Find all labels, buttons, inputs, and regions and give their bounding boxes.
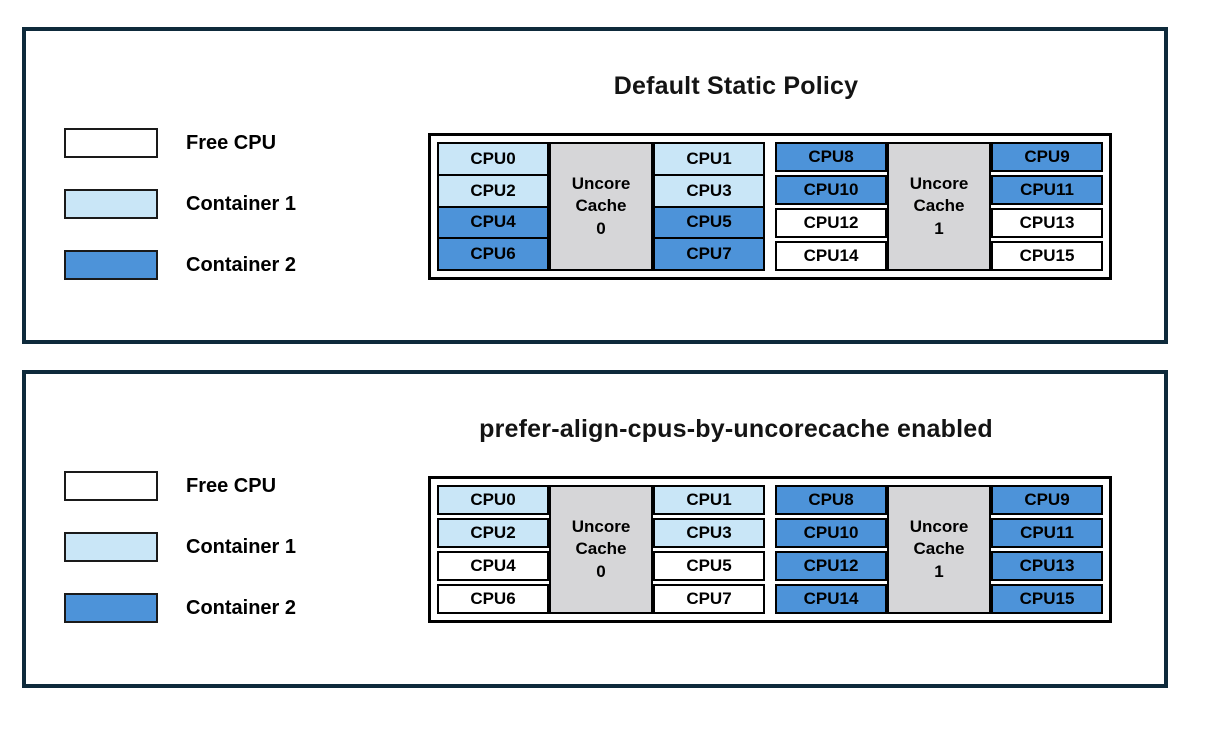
cpu-cell: CPU10 [775, 518, 887, 548]
cpu-cell: CPU11 [991, 518, 1103, 548]
legend-swatch-free-cpu [64, 471, 158, 501]
cpu-cell: CPU8 [775, 485, 887, 515]
cpu-cell: CPU2 [437, 518, 549, 548]
cpu-cell: CPU6 [437, 237, 549, 271]
cpu-cell: CPU14 [775, 584, 887, 614]
legend-swatch-container-1 [64, 532, 158, 562]
cpu-column-right: CPU9 CPU11 CPU13 CPU15 [991, 142, 1103, 271]
cpu-column-right: CPU9 CPU11 CPU13 CPU15 [991, 485, 1103, 614]
cpu-cell: CPU15 [991, 241, 1103, 271]
legend-swatch-container-1 [64, 189, 158, 219]
cpu-cell: CPU10 [775, 175, 887, 205]
uncore-cache-box: Uncore Cache 1 [887, 485, 991, 614]
cpu-cell: CPU8 [775, 142, 887, 172]
cpu-cell: CPU9 [991, 142, 1103, 172]
cpu-cell: CPU3 [653, 518, 765, 548]
cpu-cell: CPU1 [653, 142, 765, 176]
cpu-cell: CPU3 [653, 173, 765, 208]
legend-label: Free CPU [186, 474, 277, 497]
uncore-cache-box: Uncore Cache 0 [549, 485, 653, 614]
legend-item-container-2: Container 2 [64, 250, 296, 280]
cpu-cell: CPU0 [437, 142, 549, 176]
cpu-column-left: CPU0 CPU2 CPU4 CPU6 [437, 485, 549, 614]
panel-title: Default Static Policy [613, 72, 859, 100]
legend-item-container-2: Container 2 [64, 593, 296, 623]
cpu-cell: CPU9 [991, 485, 1103, 515]
uncore-cache-group-0: CPU0 CPU2 CPU4 CPU6 Uncore Cache 0 CPU1 … [437, 142, 765, 271]
cpu-cell: CPU7 [653, 237, 765, 271]
cpu-cell: CPU1 [653, 485, 765, 515]
cpu-cell: CPU4 [437, 205, 549, 240]
legend-label: Container 2 [186, 253, 297, 276]
policy-panel-default-static: Default Static Policy Free CPU Container… [22, 27, 1168, 344]
legend-item-container-1: Container 1 [64, 189, 296, 219]
cpu-cell: CPU2 [437, 173, 549, 208]
policy-panel-uncorecache-enabled: prefer-align-cpus-by-uncorecache enabled… [22, 370, 1168, 688]
cpu-cell: CPU5 [653, 551, 765, 581]
legend: Free CPU Container 1 Container 2 [64, 471, 296, 623]
cpu-cell: CPU11 [991, 175, 1103, 205]
legend-label: Container 2 [186, 596, 297, 619]
cpu-cell: CPU14 [775, 241, 887, 271]
legend-swatch-container-2 [64, 593, 158, 623]
cpu-column-left: CPU8 CPU10 CPU12 CPU14 [775, 142, 887, 271]
uncore-cache-box: Uncore Cache 0 [549, 142, 653, 271]
cpu-cell: CPU15 [991, 584, 1103, 614]
cpu-column-left: CPU0 CPU2 CPU4 CPU6 [437, 142, 549, 271]
legend-label: Container 1 [186, 192, 297, 215]
cpu-cell: CPU7 [653, 584, 765, 614]
cpu-column-right: CPU1 CPU3 CPU5 CPU7 [653, 142, 765, 271]
legend-item-free-cpu: Free CPU [64, 471, 296, 501]
legend: Free CPU Container 1 Container 2 [64, 128, 296, 280]
uncore-cache-group-0: CPU0 CPU2 CPU4 CPU6 Uncore Cache 0 CPU1 … [437, 485, 765, 614]
cpu-cell: CPU12 [775, 208, 887, 238]
cpu-column-right: CPU1 CPU3 CPU5 CPU7 [653, 485, 765, 614]
cpu-cell: CPU5 [653, 205, 765, 240]
cpu-topology-diagram: CPU0 CPU2 CPU4 CPU6 Uncore Cache 0 CPU1 … [428, 133, 1112, 280]
cpu-cell: CPU13 [991, 551, 1103, 581]
cpu-cell: CPU12 [775, 551, 887, 581]
cpu-topology-diagram: CPU0 CPU2 CPU4 CPU6 Uncore Cache 0 CPU1 … [428, 476, 1112, 623]
uncore-cache-box: Uncore Cache 1 [887, 142, 991, 271]
cpu-column-left: CPU8 CPU10 CPU12 CPU14 [775, 485, 887, 614]
uncore-cache-group-1: CPU8 CPU10 CPU12 CPU14 Uncore Cache 1 CP… [775, 485, 1103, 614]
cpu-cell: CPU6 [437, 584, 549, 614]
legend-item-free-cpu: Free CPU [64, 128, 296, 158]
cpu-cell: CPU13 [991, 208, 1103, 238]
legend-label: Free CPU [186, 131, 277, 154]
panel-title: prefer-align-cpus-by-uncorecache enabled [479, 415, 993, 443]
uncore-cache-group-1: CPU8 CPU10 CPU12 CPU14 Uncore Cache 1 CP… [775, 142, 1103, 271]
cpu-cell: CPU0 [437, 485, 549, 515]
cpu-cell: CPU4 [437, 551, 549, 581]
legend-item-container-1: Container 1 [64, 532, 296, 562]
legend-label: Container 1 [186, 535, 297, 558]
legend-swatch-container-2 [64, 250, 158, 280]
legend-swatch-free-cpu [64, 128, 158, 158]
